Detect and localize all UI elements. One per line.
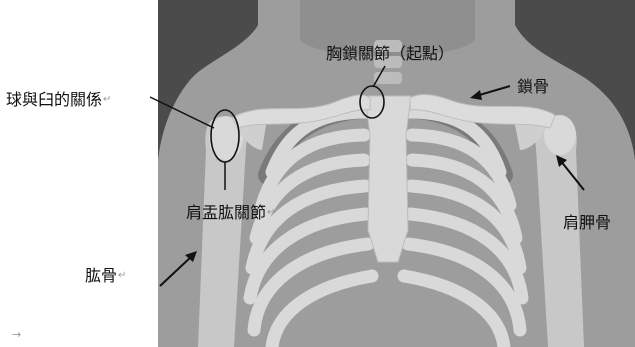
label-sternoclavicular: 胸鎖關節（起點）↵ — [326, 44, 463, 64]
paragraph-mark: → — [12, 328, 21, 341]
label-humerus: 肱骨↵ — [85, 266, 126, 286]
label-scapula: 肩胛骨↵ — [563, 213, 620, 233]
label-ball-socket: 球與臼的關係↵ — [6, 90, 111, 110]
label-glenohumeral: 肩盂肱關節↵ — [186, 203, 275, 223]
sternum — [365, 96, 411, 262]
label-clavicle: 鎖骨↵ — [517, 77, 558, 97]
